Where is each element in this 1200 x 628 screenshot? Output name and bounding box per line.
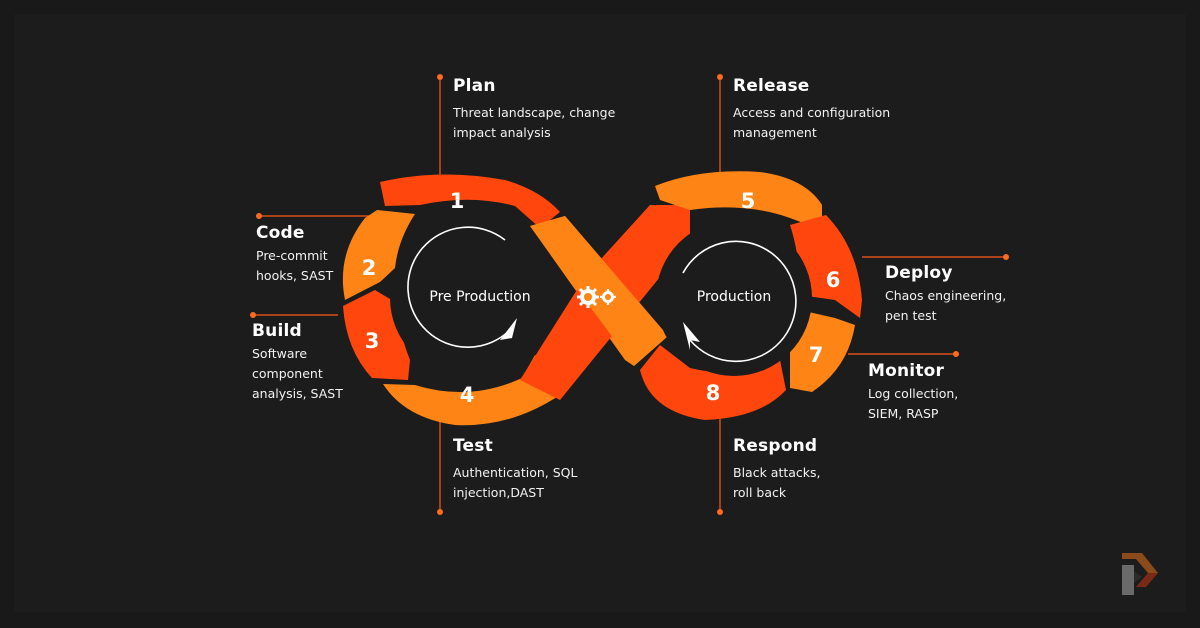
stage-number-1: 1 — [449, 189, 465, 213]
stage-build: Build Software component analysis, SAST — [252, 320, 343, 404]
stage-number-8: 8 — [705, 381, 721, 405]
right-loop — [640, 171, 862, 420]
stage-title: Plan — [453, 76, 496, 96]
stage-description: Chaos engineering, pen test — [885, 288, 1007, 323]
stage-deploy: Deploy Chaos engineering, pen test — [885, 262, 1006, 326]
stage-number-6: 6 — [825, 268, 841, 292]
stage-plan: Plan Threat landscape, change impact ana… — [453, 75, 615, 143]
stage-number-4: 4 — [459, 383, 475, 407]
stage-description: Black attacks, roll back — [733, 465, 821, 500]
production-label: Production — [696, 289, 772, 305]
stage-description: Log collection, SIEM, RASP — [868, 386, 959, 421]
gears-icon — [577, 286, 616, 308]
stage-number-7: 7 — [808, 343, 824, 367]
stage-description: Access and configuration management — [733, 105, 891, 140]
stage-description: Threat landscape, change impact analysis — [453, 105, 616, 140]
stage-title: Build — [252, 321, 302, 341]
pre-production-label: Pre Production — [429, 289, 531, 305]
cross-connector — [520, 205, 690, 400]
stage-description: Software component analysis, SAST — [252, 346, 343, 401]
stage-title: Deploy — [885, 263, 953, 283]
stage-number-5: 5 — [740, 189, 756, 213]
stage-title: Respond — [733, 436, 818, 456]
stage-monitor: Monitor Log collection, SIEM, RASP — [868, 360, 958, 424]
stage-title: Monitor — [868, 361, 945, 381]
stage-description: Pre-commit hooks, SAST — [256, 248, 334, 283]
connector-lines — [253, 77, 1006, 512]
stage-title: Code — [256, 223, 305, 243]
stage-description: Authentication, SQL injection,DAST — [453, 465, 578, 500]
connector-dots — [250, 74, 1009, 515]
brand-logo-icon — [1122, 553, 1158, 595]
segment-1 — [380, 174, 560, 228]
segment-7 — [790, 310, 855, 392]
left-loop — [342, 174, 560, 426]
stage-code: Code Pre-commit hooks, SAST — [256, 222, 333, 286]
stage-number-3: 3 — [364, 329, 380, 353]
segment-4 — [383, 355, 560, 426]
stage-title: Release — [733, 76, 810, 96]
stage-title: Test — [453, 436, 493, 456]
stage-respond: Respond Black attacks, roll back — [733, 435, 821, 503]
segment-2 — [342, 210, 415, 300]
stage-release: Release Access and configuration managem… — [733, 75, 890, 143]
stage-number-2: 2 — [361, 256, 377, 280]
segment-8 — [640, 345, 786, 420]
stage-test: Test Authentication, SQL injection,DAST — [453, 435, 577, 503]
segment-5 — [655, 171, 822, 230]
